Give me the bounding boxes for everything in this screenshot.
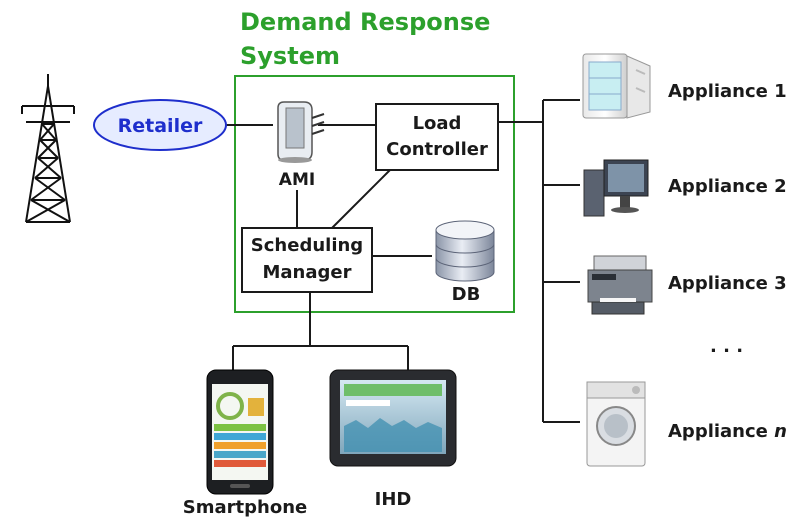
scheduling-manager-box	[241, 227, 373, 293]
refrigerator-icon	[582, 53, 651, 119]
system-boundary	[234, 75, 515, 313]
load-controller-box	[375, 103, 499, 171]
retailer-node	[93, 99, 227, 151]
ihd-display-icon	[329, 369, 457, 467]
retailer-label: Retailer	[118, 115, 203, 137]
database-icon	[435, 220, 495, 282]
load-controller-line2: Controller	[386, 139, 488, 160]
appliance-3-label: Appliance 3	[668, 273, 787, 294]
appliance-1-label: Appliance 1	[668, 81, 787, 102]
connection-lines	[226, 99, 580, 423]
scheduling-manager-line1: Scheduling	[251, 235, 363, 256]
washing-machine-icon	[586, 381, 646, 467]
load-controller-line1: Load	[413, 113, 462, 134]
system-title-line2: System	[240, 42, 340, 70]
printer-icon	[587, 255, 653, 315]
ami-meter-icon	[277, 101, 325, 163]
appliance-ellipsis: . . .	[710, 336, 743, 357]
ihd-label: IHD	[375, 489, 412, 510]
smartphone-icon	[206, 369, 274, 495]
computer-icon	[583, 159, 649, 217]
scheduling-manager-line2: Manager	[263, 262, 352, 283]
ami-label: AMI	[279, 170, 315, 190]
system-title-line1: Demand Response	[240, 8, 490, 36]
smartphone-label: Smartphone	[183, 497, 307, 518]
appliance-2-label: Appliance 2	[668, 176, 787, 197]
db-label: DB	[452, 284, 481, 305]
transmission-tower-icon	[21, 74, 75, 223]
appliance-n-label: Appliance n	[668, 421, 787, 442]
